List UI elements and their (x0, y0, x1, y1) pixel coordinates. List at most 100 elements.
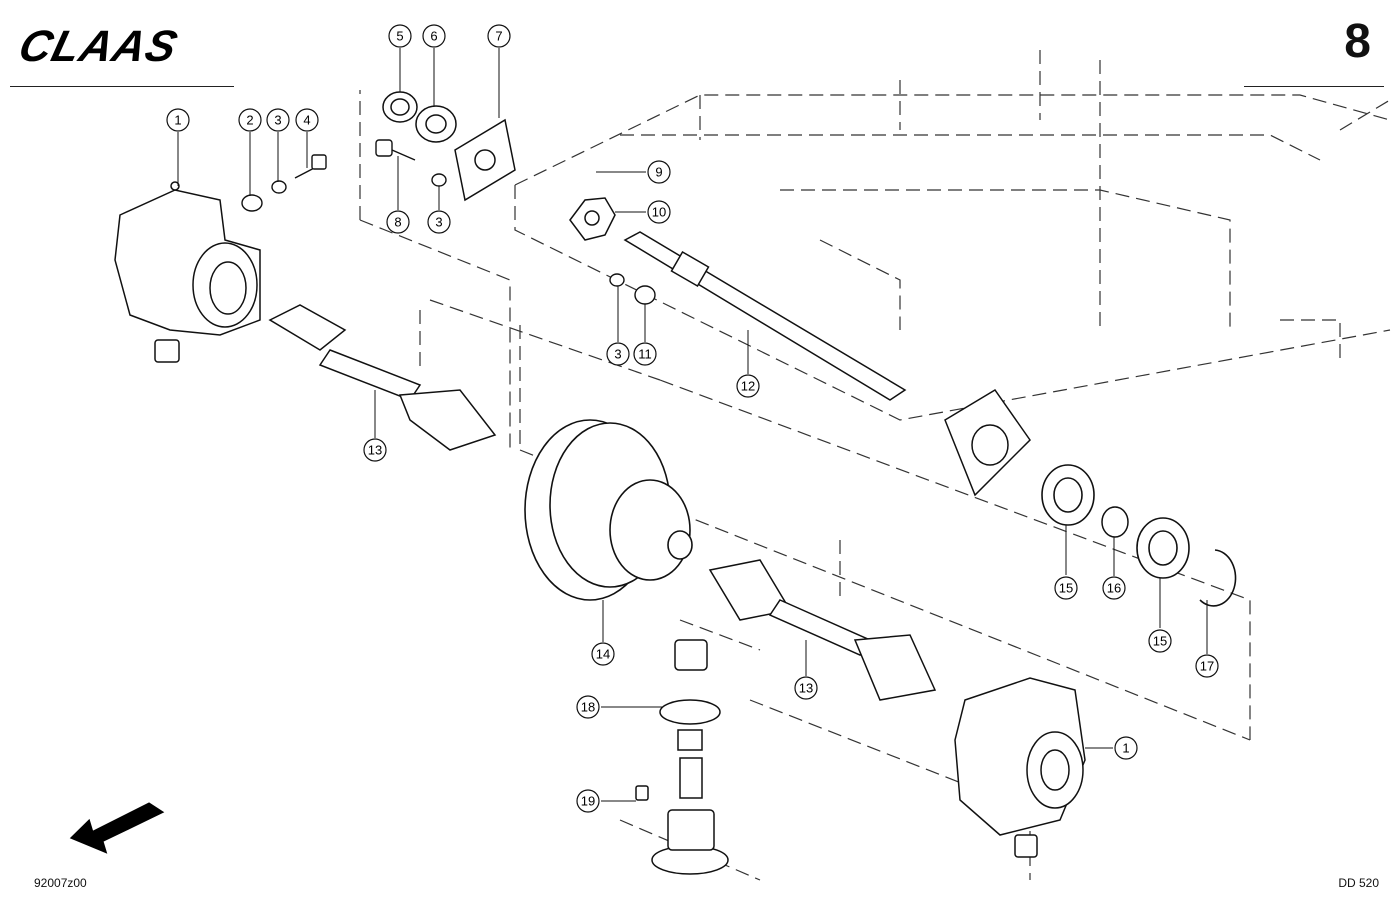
callout-14: 14 (591, 642, 615, 666)
callout-circle (1054, 576, 1078, 600)
callout-label: 15 (1153, 634, 1167, 649)
component-flange-7 (454, 118, 516, 202)
component-pulley-14 (524, 419, 693, 601)
callout-circle (633, 342, 657, 366)
component-seal-5 (382, 91, 418, 123)
callout-label: 17 (1200, 659, 1214, 674)
frame-outline (359, 50, 1391, 881)
component-washer-3c (609, 273, 625, 287)
callout-label: 3 (435, 215, 442, 230)
callout-10: 10 (647, 200, 671, 224)
page-number: 8 (1344, 15, 1371, 68)
callout-8: 8 (386, 210, 410, 234)
callout-label: 7 (495, 29, 502, 44)
callout-12: 12 (736, 374, 760, 398)
component-sleeve-16 (1101, 506, 1129, 538)
component-driveshaft-13b (708, 559, 937, 701)
callout-label: 19 (581, 794, 595, 809)
component-circlip-17 (1199, 549, 1237, 607)
callout-5: 5 (388, 24, 412, 48)
callout-label: 4 (303, 113, 310, 128)
callout-17: 17 (1195, 654, 1219, 678)
callout-circle (487, 24, 511, 48)
callout-label: 10 (652, 205, 666, 220)
callout-circle (388, 24, 412, 48)
arrow-down-left-icon (69, 802, 165, 854)
callout-1: 1 (166, 108, 190, 132)
callout-3: 3 (606, 342, 630, 366)
callout-label: 11 (638, 347, 652, 362)
callout-13: 13 (794, 676, 818, 700)
callout-circle (647, 200, 671, 224)
callout-circle (166, 108, 190, 132)
callout-7: 7 (487, 24, 511, 48)
callout-15: 15 (1054, 576, 1078, 600)
callout-4: 4 (295, 108, 319, 132)
callout-circle (422, 24, 446, 48)
callout-label: 3 (274, 113, 281, 128)
component-bolt-4 (294, 154, 327, 179)
drawing-id: 92007z00 (34, 876, 87, 890)
callout-label: 9 (655, 165, 662, 180)
callout-label: 14 (596, 647, 610, 662)
component-gearbox-left (114, 181, 261, 363)
callout-label: 2 (246, 113, 253, 128)
component-nut-11 (634, 285, 656, 305)
component-star-10 (569, 197, 616, 241)
callout-circle (266, 108, 290, 132)
callout-circle (576, 789, 600, 813)
callout-label: 3 (614, 347, 621, 362)
callout-6: 6 (422, 24, 446, 48)
callout-15: 15 (1148, 629, 1172, 653)
callout-circle (591, 642, 615, 666)
leader-lines (177, 48, 1208, 802)
component-washer-3a (271, 180, 287, 194)
component-driveshaft-13a (268, 304, 497, 451)
callout-circle (386, 210, 410, 234)
component-bearing-6 (415, 105, 457, 143)
callout-circle (1148, 629, 1172, 653)
callout-circle (363, 438, 387, 462)
callout-3: 3 (427, 210, 451, 234)
component-gearbox-right (954, 677, 1086, 858)
callout-circle (736, 374, 760, 398)
callout-label: 8 (394, 215, 401, 230)
callout-3: 3 (266, 108, 290, 132)
callout-13: 13 (363, 438, 387, 462)
callout-label: 13 (368, 443, 382, 458)
callout-label: 15 (1059, 581, 1073, 596)
component-joint-18 (659, 639, 721, 751)
component-bearing-15b (1136, 517, 1190, 579)
callout-16: 16 (1102, 576, 1126, 600)
callout-19: 19 (576, 789, 600, 813)
callout-circle (295, 108, 319, 132)
callout-2: 2 (238, 108, 262, 132)
header-rule-right (1244, 86, 1384, 87)
callout-circle (1102, 576, 1126, 600)
header-rule-left (10, 86, 234, 87)
callout-11: 11 (633, 342, 657, 366)
callout-label: 1 (1122, 741, 1129, 756)
component-washer-3b (431, 173, 447, 187)
callout-label: 1 (174, 113, 181, 128)
callout-circle (238, 108, 262, 132)
callout-label: 16 (1107, 581, 1121, 596)
callout-label: 12 (741, 379, 755, 394)
callout-1: 1 (1114, 736, 1138, 760)
component-bolt-8 (375, 139, 416, 161)
component-bushing-2 (241, 194, 263, 212)
callout-circle (1114, 736, 1138, 760)
component-bearing-15a (1041, 464, 1095, 526)
component-shaft-12 (623, 231, 907, 401)
callout-circle (1195, 654, 1219, 678)
callout-label: 5 (396, 29, 403, 44)
callout-circle (576, 695, 600, 719)
callout-18: 18 (576, 695, 600, 719)
model-code: DD 520 (1338, 876, 1379, 890)
callout-label: 18 (581, 700, 595, 715)
callout-label: 13 (799, 681, 813, 696)
callout-label: 6 (430, 29, 437, 44)
